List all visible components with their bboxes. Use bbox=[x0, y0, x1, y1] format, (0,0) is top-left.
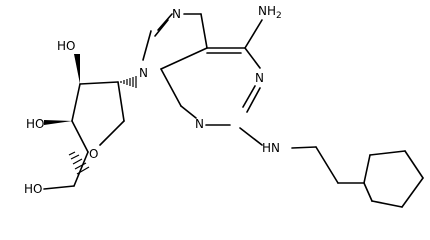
bond bbox=[244, 19, 263, 49]
oh3-label: HO bbox=[26, 117, 44, 131]
bond-lines bbox=[43, 13, 424, 208]
molecule-drawing: NH2 N N N N HN HO HO O HO bbox=[24, 4, 424, 208]
bond bbox=[363, 154, 371, 184]
bond bbox=[43, 185, 75, 190]
bond bbox=[73, 151, 89, 187]
nh-label: HN bbox=[262, 141, 280, 155]
oh5-label: HO bbox=[24, 182, 42, 196]
wedge-bond bbox=[74, 54, 80, 84]
bond bbox=[315, 146, 339, 184]
bond bbox=[160, 68, 182, 107]
bond bbox=[200, 13, 208, 49]
bond bbox=[117, 81, 125, 122]
nh2-label: NH2 bbox=[258, 4, 282, 21]
bond bbox=[157, 13, 173, 31]
bond bbox=[242, 85, 256, 108]
n9-label: N bbox=[139, 66, 148, 80]
bond bbox=[246, 87, 261, 113]
bond bbox=[180, 105, 197, 119]
ring-oxygen-label: O bbox=[89, 147, 98, 161]
atom-labels: NH2 N N N N HN HO HO O HO bbox=[24, 4, 282, 196]
bond bbox=[160, 47, 208, 70]
n7-label: N bbox=[172, 7, 181, 21]
bond bbox=[401, 177, 424, 208]
bond bbox=[363, 182, 373, 202]
bond bbox=[154, 19, 169, 37]
bond bbox=[79, 81, 119, 85]
bond bbox=[99, 120, 125, 146]
wedge-bond bbox=[44, 120, 72, 125]
n1-label: N bbox=[255, 71, 264, 85]
bond bbox=[239, 127, 263, 146]
bond bbox=[71, 120, 89, 153]
bond bbox=[244, 47, 261, 69]
oh2-label: HO bbox=[57, 39, 75, 53]
bond bbox=[404, 150, 424, 179]
bond bbox=[291, 146, 317, 149]
bond bbox=[71, 83, 81, 122]
hashed-bond bbox=[120, 76, 137, 88]
bond bbox=[142, 30, 152, 61]
hashed-bond bbox=[68, 151, 90, 175]
bond bbox=[371, 200, 403, 208]
bond bbox=[369, 150, 406, 156]
n3-label: N bbox=[195, 117, 204, 131]
structure-svg: NH2 N N N N HN HO HO O HO bbox=[24, 4, 424, 208]
